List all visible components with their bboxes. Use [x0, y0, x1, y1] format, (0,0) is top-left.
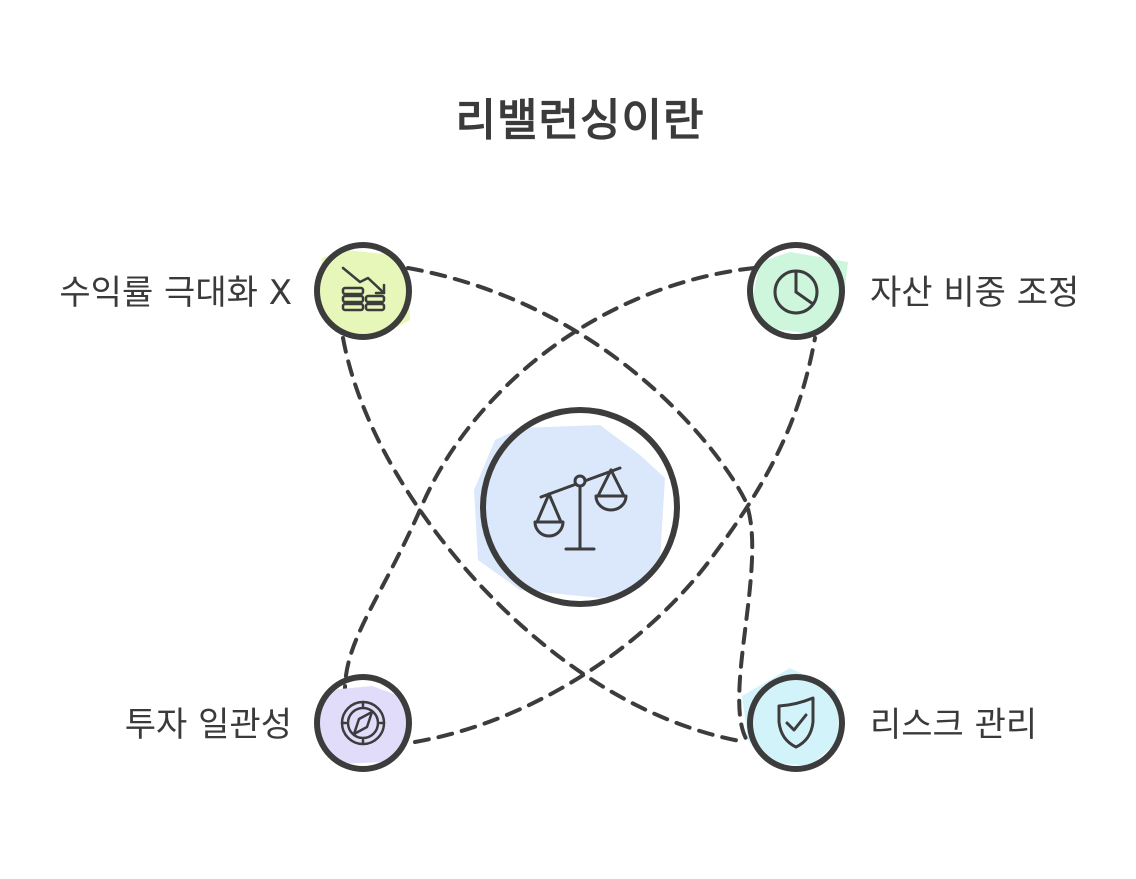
- node-top-right: [747, 242, 848, 340]
- diagram-title: 리밸런싱이란: [455, 95, 705, 146]
- node-bottom-left-fill: [318, 686, 408, 764]
- label-top-right: 자산 비중 조정: [870, 273, 1080, 313]
- compass-icon: [340, 700, 386, 746]
- connector-top-left-to-bottom-right: [406, 266, 755, 744]
- shield-check-icon: [777, 696, 815, 749]
- pie-chart-icon: [773, 269, 819, 315]
- label-bottom-right: 리스크 관리: [870, 705, 1038, 745]
- node-bottom-right-fill: [742, 668, 840, 766]
- center-node: [474, 407, 680, 607]
- declining-coins-icon: [341, 266, 386, 312]
- node-bottom-right: [742, 668, 845, 772]
- connector-bottom-left-to-top-right: [413, 336, 817, 744]
- node-top-left: [314, 242, 412, 340]
- connector-top-left-to-bottom-right-outer: [341, 336, 747, 744]
- label-top-left: 수익률 극대화 X: [59, 273, 292, 313]
- node-bottom-left: [314, 674, 412, 772]
- connector-top-right-to-bottom-left: [343, 266, 756, 692]
- balance-scale-icon: [533, 466, 628, 551]
- label-bottom-left: 투자 일관성: [124, 705, 292, 745]
